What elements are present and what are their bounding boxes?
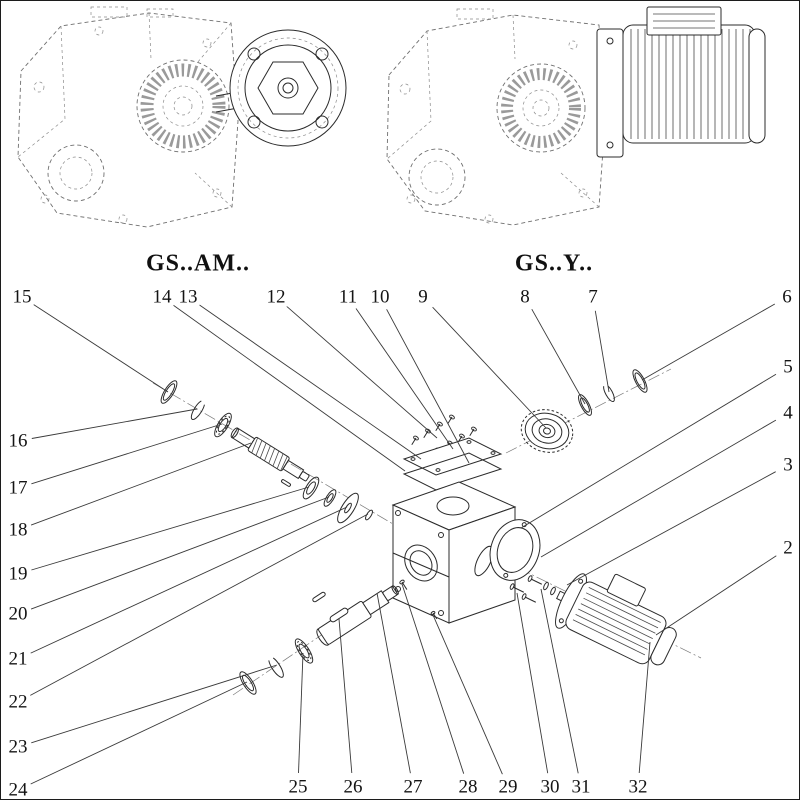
part-flange-bolts-30 (509, 575, 543, 603)
leader-line-15 (33, 304, 169, 393)
part-bearing-19 (302, 476, 320, 500)
leader-line-22 (30, 513, 369, 696)
leader-line-20 (30, 496, 330, 610)
mounting-flange-drawing (215, 29, 347, 147)
leader-line-19 (31, 486, 310, 571)
gearmotor-variant-drawing (386, 6, 766, 226)
leader-line-23 (31, 664, 278, 744)
leader-line-16 (31, 408, 198, 439)
leader-line-32 (638, 641, 651, 774)
leader-line-25 (298, 652, 304, 774)
part-washers-31 (543, 581, 556, 596)
leader-line-8 (531, 308, 586, 405)
part-cover-gasket-14 (402, 452, 503, 491)
variant-label-gs-y: GS..Y.. (514, 250, 594, 277)
leader-line-13 (199, 304, 422, 460)
part-screw-28 (399, 579, 408, 590)
leader-line-31 (540, 588, 579, 774)
leader-line-12 (286, 305, 438, 439)
leader-line-14 (173, 304, 406, 472)
leader-line-29 (432, 614, 503, 775)
part-adapter-flange-5 (489, 519, 541, 581)
leader-line-24 (30, 681, 248, 785)
part-washer-8 (578, 394, 592, 416)
part-circlip-16 (190, 399, 206, 421)
leader-line-11 (355, 308, 454, 450)
leader-line-6 (641, 303, 776, 381)
part-screw-29 (430, 610, 438, 620)
leader-line-4 (540, 419, 777, 558)
part-pin-23-area (312, 591, 326, 603)
leader-line-2 (655, 555, 777, 636)
part-helical-gear-9 (520, 409, 574, 453)
input-bore-detail (496, 63, 586, 153)
part-key-26 (329, 607, 349, 623)
part-bearing-17 (214, 412, 232, 438)
variant-label-gs-am: GS..AM.. (146, 250, 250, 277)
electric-motor-drawing (596, 6, 766, 158)
exploded-assembly-drawing (152, 368, 702, 696)
leader-line-27 (376, 592, 411, 774)
leader-lines (30, 303, 777, 785)
leader-line-28 (401, 583, 465, 774)
part-shim-ring-6 (632, 369, 648, 393)
part-washer-24 (239, 671, 257, 695)
leader-line-5 (520, 373, 777, 529)
part-bearing-25 (294, 638, 314, 664)
leader-line-30 (516, 592, 549, 774)
leader-line-7 (594, 310, 610, 393)
part-end-disc-21 (337, 492, 359, 524)
leader-line-10 (386, 309, 470, 464)
input-bore-detail (136, 59, 230, 153)
part-motor-2 (555, 573, 677, 666)
part-pin (281, 479, 291, 487)
part-washer-20 (323, 489, 337, 507)
part-worm-shaft-18 (230, 427, 310, 482)
part-circlip-7 (603, 383, 615, 403)
leader-line-17 (31, 423, 223, 485)
part-output-shaft-27 (316, 585, 399, 646)
part-circlip-23 (268, 656, 284, 678)
leader-line-26 (338, 618, 353, 774)
leader-line-3 (566, 471, 776, 586)
part-small-ring-22 (365, 509, 373, 521)
gearbox-flange-variant-drawing (17, 6, 347, 228)
leader-line-9 (432, 306, 547, 429)
leader-line-21 (30, 506, 348, 654)
leader-line-18 (30, 442, 252, 526)
part-shim-ring-15 (160, 380, 178, 404)
